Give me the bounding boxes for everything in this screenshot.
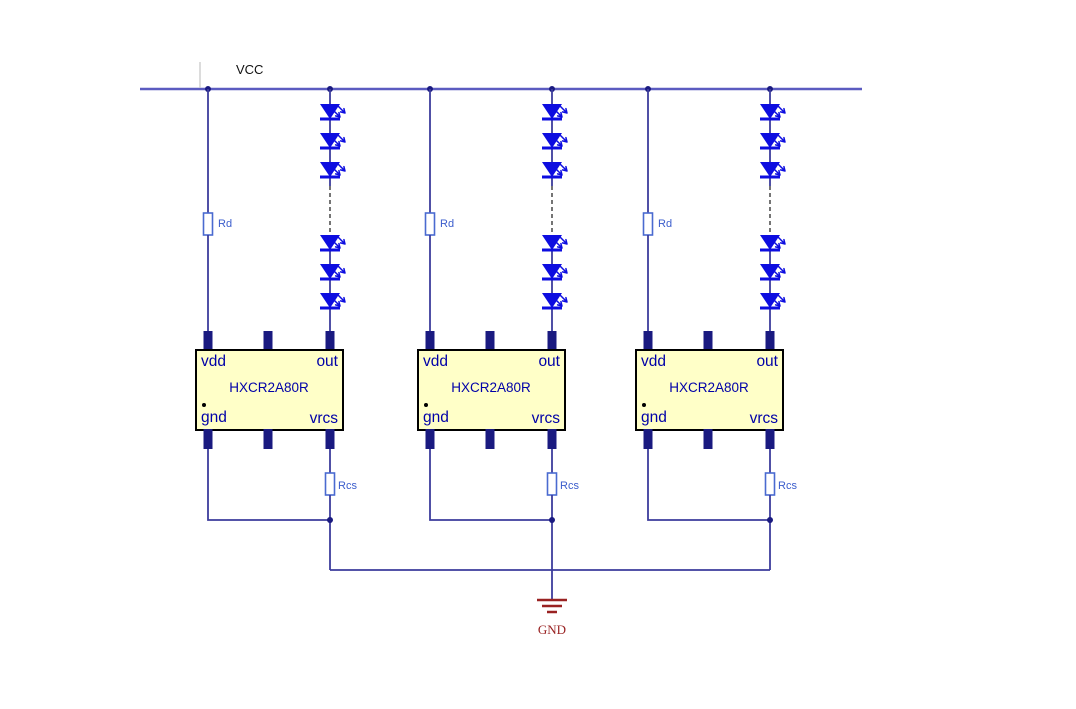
ic-name: HXCR2A80R (669, 380, 749, 395)
rd-label: Rd (658, 218, 672, 230)
gnd-bars (537, 598, 567, 614)
led-string (540, 89, 569, 333)
led-icon (318, 102, 347, 121)
pin-label-out: out (538, 353, 560, 370)
vdd-pin (203, 331, 213, 351)
pin1-dot (424, 403, 428, 407)
pin-label-gnd: gnd (423, 409, 449, 426)
led-icon (318, 262, 347, 281)
nc-pin-bottom (703, 429, 713, 449)
led-icon (758, 160, 787, 179)
pin-label-out: out (316, 353, 338, 370)
ic-name: HXCR2A80R (229, 380, 309, 395)
led-icon (758, 131, 787, 150)
gnd-label: GND (538, 622, 566, 637)
gnd-symbol: GND (537, 570, 567, 637)
led-icon (758, 102, 787, 121)
pin-label-vrcs: vrcs (532, 410, 561, 427)
vrcs-pin (765, 429, 775, 449)
rcs-label: Rcs (338, 480, 357, 492)
rd-resistor (642, 212, 654, 236)
gnd-wire (647, 449, 770, 521)
pin-label-gnd: gnd (641, 409, 667, 426)
led-icon (540, 160, 569, 179)
pin-label-vdd: vdd (201, 353, 226, 370)
led-string (758, 89, 787, 333)
gnd-wire (429, 449, 552, 521)
pin-label-gnd: gnd (201, 409, 227, 426)
out-pin (765, 331, 775, 351)
vrcs-pin (325, 429, 335, 449)
gnd-pin (425, 429, 435, 449)
led-icon (758, 291, 787, 310)
rd-resistor (424, 212, 436, 236)
rcs-label: Rcs (778, 480, 797, 492)
out-pin (325, 331, 335, 351)
rcs-label: Rcs (560, 480, 579, 492)
rcs-resistor (764, 472, 776, 496)
vrcs-pin (547, 429, 557, 449)
gnd-pin (643, 429, 653, 449)
led-icon (758, 233, 787, 252)
vcc-label: VCC (236, 62, 263, 77)
rcs-resistor (324, 472, 336, 496)
led-string (318, 89, 347, 333)
vdd-pin (425, 331, 435, 351)
nc-pin-bottom (485, 429, 495, 449)
led-icon (318, 160, 347, 179)
junction-dot (549, 517, 555, 523)
pin-label-vrcs: vrcs (310, 410, 339, 427)
nc-pin-top (485, 331, 495, 351)
ic-body (195, 349, 344, 431)
junction-dot (327, 517, 333, 523)
pin1-dot (202, 403, 206, 407)
led-icon (540, 262, 569, 281)
rcs-resistor (546, 472, 558, 496)
nc-pin-bottom (263, 429, 273, 449)
led-icon (540, 131, 569, 150)
led-icon (540, 233, 569, 252)
pin-label-vdd: vdd (641, 353, 666, 370)
led-icon (318, 291, 347, 310)
pin-label-out: out (756, 353, 778, 370)
led-icon (758, 262, 787, 281)
rd-label: Rd (218, 218, 232, 230)
rd-resistor (202, 212, 214, 236)
ic-body (635, 349, 784, 431)
vdd-pin (643, 331, 653, 351)
nc-pin-top (263, 331, 273, 351)
ic-name: HXCR2A80R (451, 380, 531, 395)
driver-channel-3: Rd vdd out gnd vrcs HXCR2A80R Rcs (635, 86, 797, 570)
led-icon (540, 102, 569, 121)
pin-label-vdd: vdd (423, 353, 448, 370)
pin1-dot (642, 403, 646, 407)
nc-pin-top (703, 331, 713, 351)
driver-channel-1: Rd vdd out gnd vrcs HXCR2A80R Rcs (195, 86, 357, 570)
gnd-pin (203, 429, 213, 449)
junction-dot (767, 517, 773, 523)
out-pin (547, 331, 557, 351)
gnd-wire (207, 449, 330, 521)
rd-label: Rd (440, 218, 454, 230)
led-icon (318, 131, 347, 150)
pin-label-vrcs: vrcs (750, 410, 779, 427)
led-icon (540, 291, 569, 310)
driver-channel-2: Rd vdd out gnd vrcs HXCR2A80R Rcs (417, 86, 579, 570)
ic-body (417, 349, 566, 431)
led-icon (318, 233, 347, 252)
